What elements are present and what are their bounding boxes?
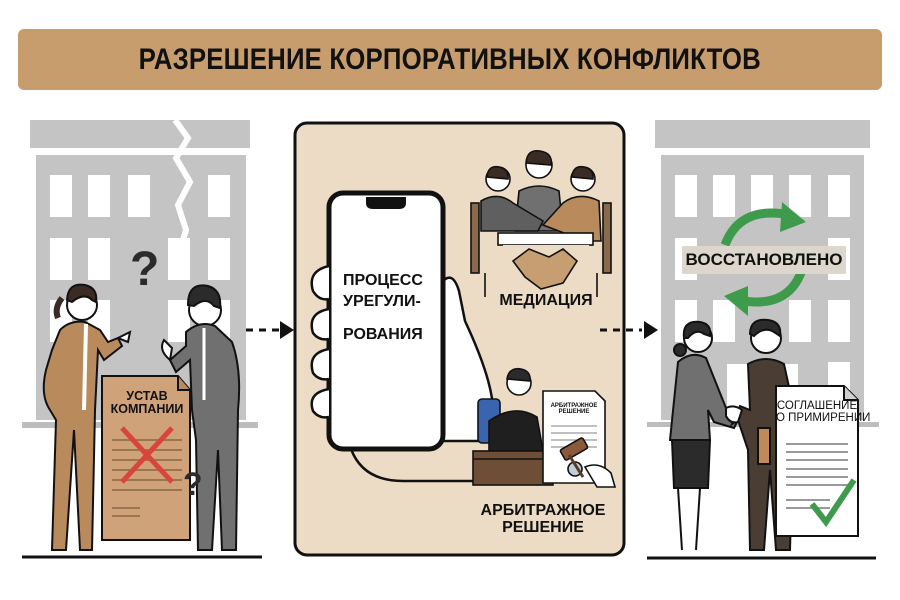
agreement-title-line1: СОГЛАШЕНИЕ bbox=[776, 400, 858, 412]
mediation-label: МЕДИАЦИЯ bbox=[499, 292, 593, 309]
arrow-head-icon bbox=[280, 321, 294, 339]
settlement-agreement-document-icon bbox=[775, 385, 859, 537]
arbitration-doc-line1: АРБИТРАЖНОЕ bbox=[550, 403, 598, 409]
settlement-illustration bbox=[293, 121, 626, 557]
resolved-panel: ВОССТАНОВЛЕНО СОГЛАШЕНИЕ О ПРИМИРЕНИИ bbox=[630, 110, 900, 560]
handshake-icon bbox=[725, 405, 744, 424]
phone-text-line2: УРЕГУЛИ- bbox=[343, 292, 421, 310]
flow-arrow-2 bbox=[600, 321, 658, 339]
arbitration-label-line1: АРБИТРАЖНОЕ bbox=[480, 502, 606, 519]
judge-icon bbox=[472, 367, 554, 486]
restored-label-bg bbox=[682, 246, 846, 274]
charter-title-line2: КОМПАНИИ bbox=[110, 402, 184, 417]
mediation-scene-icon bbox=[470, 149, 612, 297]
question-mark-icon: ? bbox=[130, 243, 159, 296]
arbitration-label: АРБИТРАЖНОЕ РЕШЕНИЕ bbox=[473, 502, 613, 537]
businesswoman-icon bbox=[668, 320, 742, 551]
red-cross-icon bbox=[120, 426, 174, 484]
arbitration-doc-line2: РЕШЕНИЕ bbox=[558, 409, 590, 416]
agreement-title: СОГЛАШЕНИЕ О ПРИМИРЕНИИ bbox=[776, 400, 871, 425]
arbitration-doc-title: АРБИТРАЖНОЕ РЕШЕНИЕ bbox=[545, 403, 603, 416]
restored-label: ВОССТАНОВЛЕНО bbox=[685, 250, 843, 269]
charter-title: УСТАВ КОМПАНИИ bbox=[108, 389, 186, 417]
arbitration-label-line2: РЕШЕНИЕ bbox=[502, 518, 584, 536]
phone-text-line3: РОВАНИЯ bbox=[343, 325, 423, 343]
arrow-head-icon bbox=[644, 321, 658, 339]
question-mark-icon: ? bbox=[183, 466, 203, 502]
company-charter-document-icon bbox=[101, 375, 191, 541]
resolved-illustration bbox=[647, 120, 879, 560]
phone-screen-text: ПРОЦЕСС УРЕГУЛИ- РОВАНИЯ bbox=[343, 271, 429, 345]
businessman-icon bbox=[161, 284, 241, 551]
title-banner: РАЗРЕШЕНИЕ КОРПОРАТИВНЫХ КОНФЛИКТОВ bbox=[18, 29, 882, 90]
businesswoman-icon bbox=[42, 283, 132, 551]
phone-text-line1: ПРОЦЕСС bbox=[343, 272, 423, 289]
charter-title-line1: УСТАВ bbox=[126, 389, 168, 403]
settlement-panel: ПРОЦЕСС УРЕГУЛИ- РОВАНИЯ МЕДИАЦИЯ АРБИТР… bbox=[293, 121, 626, 557]
conflict-panel: ? bbox=[0, 110, 290, 560]
phone-in-hand-icon bbox=[310, 190, 495, 483]
green-check-icon bbox=[809, 478, 857, 528]
conflict-illustration: ? bbox=[22, 118, 262, 559]
flow-arrow-1 bbox=[246, 321, 294, 339]
gavel-icon bbox=[559, 437, 617, 488]
agreement-title-line2: О ПРИМИРЕНИИ bbox=[776, 412, 871, 425]
arbitration-award-document-icon bbox=[542, 390, 617, 488]
page-title: РАЗРЕШЕНИЕ КОРПОРАТИВНЫХ КОНФЛИКТОВ bbox=[138, 42, 762, 76]
